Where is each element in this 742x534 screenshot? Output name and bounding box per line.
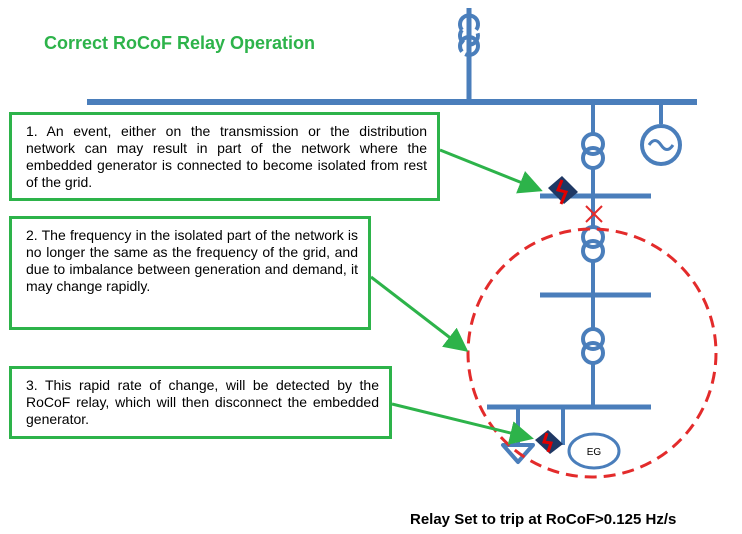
- ac-generator-icon: [640, 124, 682, 166]
- pointer-arrow-2: [370, 275, 469, 352]
- diagram-title: Correct RoCoF Relay Operation: [44, 33, 316, 53]
- transformer-icon: [581, 225, 605, 263]
- islanded-area-boundary: [466, 227, 718, 479]
- step-1-callout: 1. An event, either on the transmission …: [9, 112, 440, 201]
- step-1-text: 1. An event, either on the transmission …: [26, 123, 427, 190]
- relay-setting-caption: Relay Set to trip at RoCoF>0.125 Hz/s: [410, 511, 677, 528]
- relay-icon: [548, 176, 578, 205]
- generator-label: EG: [587, 447, 602, 458]
- step-2-text: 2. The frequency in the isolated part of…: [26, 227, 358, 294]
- step-3-text: 3. This rapid rate of change, will be de…: [26, 377, 379, 427]
- transformer-icon: [581, 132, 605, 170]
- relay-icon: [535, 430, 563, 454]
- step-2-callout: 2. The frequency in the isolated part of…: [9, 216, 371, 330]
- pointer-arrow-1: [439, 148, 543, 194]
- transformer-icon: [458, 13, 480, 70]
- circuit-break-icon: [585, 205, 603, 223]
- transformer-icon: [581, 327, 605, 365]
- pointer-arrow-3: [391, 402, 534, 445]
- step-3-callout: 3. This rapid rate of change, will be de…: [9, 366, 392, 439]
- embedded-generator-icon: EG: [567, 432, 621, 470]
